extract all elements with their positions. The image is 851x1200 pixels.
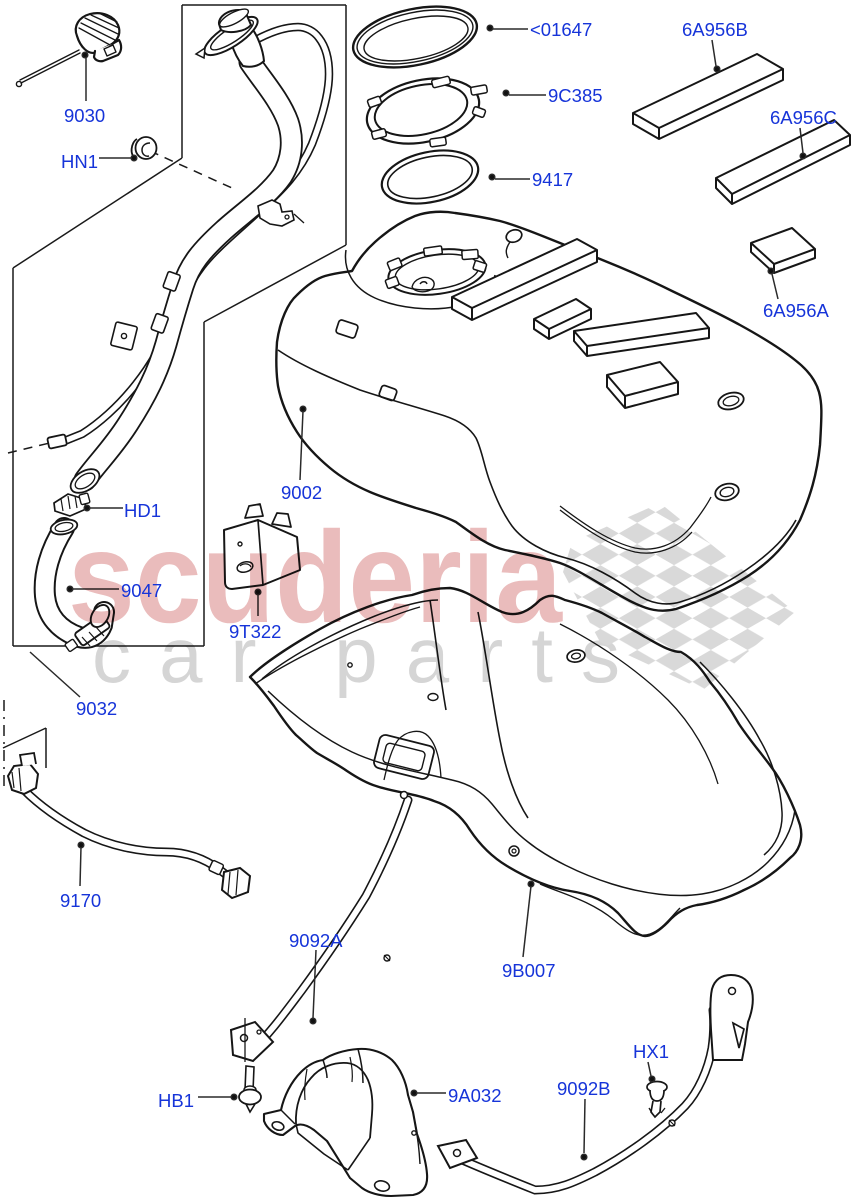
svg-text:9A032: 9A032 bbox=[448, 1085, 502, 1106]
svg-text:9092A: 9092A bbox=[289, 930, 343, 951]
svg-text:6A956C: 6A956C bbox=[770, 107, 837, 128]
svg-text:HB1: HB1 bbox=[158, 1090, 194, 1111]
svg-text:9T322: 9T322 bbox=[229, 621, 281, 642]
svg-text:9417: 9417 bbox=[532, 169, 573, 190]
svg-text:<01647: <01647 bbox=[530, 19, 592, 40]
svg-text:HD1: HD1 bbox=[124, 500, 161, 521]
svg-text:6A956A: 6A956A bbox=[763, 300, 829, 321]
svg-text:scuderia: scuderia bbox=[68, 504, 564, 650]
svg-text:6A956B: 6A956B bbox=[682, 19, 748, 40]
svg-text:car parts: car parts bbox=[92, 611, 620, 699]
svg-text:9032: 9032 bbox=[76, 698, 117, 719]
svg-text:9B007: 9B007 bbox=[502, 960, 556, 981]
svg-text:9170: 9170 bbox=[60, 890, 101, 911]
svg-text:9092B: 9092B bbox=[557, 1078, 611, 1099]
svg-text:9C385: 9C385 bbox=[548, 85, 603, 106]
svg-text:9047: 9047 bbox=[121, 580, 162, 601]
svg-text:HN1: HN1 bbox=[61, 151, 98, 172]
svg-text:9002: 9002 bbox=[281, 482, 322, 503]
svg-text:HX1: HX1 bbox=[633, 1041, 669, 1062]
svg-text:9030: 9030 bbox=[64, 105, 105, 126]
